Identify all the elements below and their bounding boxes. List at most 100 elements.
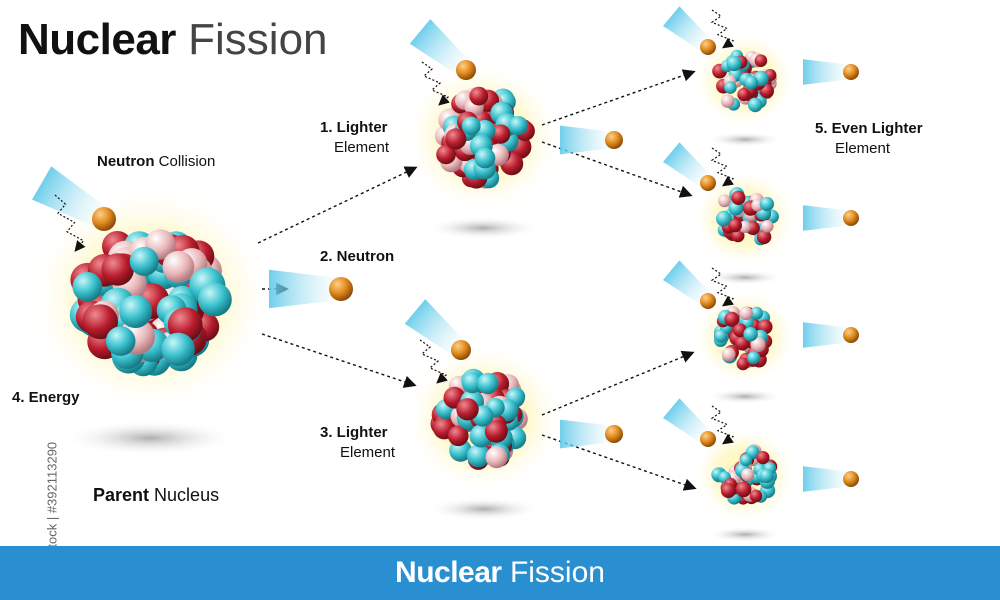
nucleon	[739, 306, 753, 321]
even-lighter-element-c	[713, 306, 773, 371]
label-even-lighter-5-bold: 5. Even Lighter	[815, 120, 923, 137]
nucleon	[726, 55, 742, 72]
nucleon	[469, 86, 489, 106]
neutron-incoming-d	[700, 431, 716, 447]
arrow-1a	[541, 69, 696, 126]
label-neutron-collision: Neutron Collision	[97, 152, 215, 172]
wave-parent	[54, 194, 86, 252]
neutron-out-d	[843, 471, 859, 487]
neutron-incoming-1-beam	[409, 19, 472, 77]
nucleon	[759, 468, 774, 484]
nucleon	[119, 295, 153, 328]
beam-trail	[663, 398, 713, 445]
nucleon	[736, 357, 750, 371]
nucleon	[747, 351, 761, 365]
nucleon	[448, 425, 469, 447]
beam-trail	[803, 205, 851, 231]
neutron-2-beam	[269, 269, 341, 309]
arrow-to-lighter-3	[261, 333, 417, 388]
title-light: Fission	[188, 15, 328, 64]
nucleon	[720, 483, 736, 499]
wave-3	[419, 339, 448, 384]
neutron-incoming-c-beam	[663, 260, 713, 307]
beam-trail	[409, 19, 472, 77]
nucleon	[743, 327, 758, 342]
nucleon	[718, 194, 731, 208]
neutron-incoming-parent	[92, 207, 116, 231]
label-neutron-collision-bold: Neutron	[97, 153, 155, 170]
wave-c	[710, 267, 735, 307]
parent-nucleus-shadow	[62, 420, 238, 456]
label-lighter-1-bold: 1. Lighter	[320, 119, 388, 136]
beam-trail	[803, 466, 851, 492]
neutron-incoming-parent-beam	[32, 166, 110, 229]
lighter-element-3-shadow	[426, 497, 542, 521]
nucleon	[741, 468, 755, 482]
nucleon	[508, 116, 528, 136]
neutron-incoming-a	[700, 39, 716, 55]
neutron-2	[329, 277, 353, 301]
even-lighter-element-c-shadow	[707, 389, 783, 404]
nucleon	[456, 398, 479, 421]
neutron-incoming-c	[700, 293, 716, 309]
nucleon	[162, 250, 195, 283]
wave-1	[421, 61, 450, 106]
neutron-out-1	[605, 131, 623, 149]
nucleon	[474, 147, 496, 169]
nucleon	[491, 124, 511, 144]
beam-trail	[32, 166, 110, 229]
nucleon	[485, 446, 508, 469]
neutron-out-c	[843, 327, 859, 343]
nucleon	[728, 218, 742, 233]
nucleon	[744, 75, 758, 90]
page-title: Nuclear Fission	[18, 14, 328, 66]
nucleon	[461, 116, 481, 136]
nucleon	[72, 272, 103, 302]
label-lighter-3: 3. Lighter Element	[320, 423, 395, 463]
nucleon	[754, 54, 768, 67]
nucleon	[750, 337, 766, 353]
beam-trail	[663, 260, 713, 307]
nucleon	[161, 332, 195, 366]
nucleon	[756, 229, 772, 245]
nucleon	[467, 444, 490, 468]
lighter-element-3	[430, 368, 528, 470]
nucleon	[735, 481, 752, 498]
neutron-out-1-beam	[560, 125, 614, 155]
neutron-incoming-1	[456, 60, 476, 80]
nucleon	[720, 94, 735, 108]
neutron-out-c-beam	[803, 322, 851, 348]
label-parent-nucleus-bold: Parent	[93, 485, 150, 505]
label-parent-nucleus-light: Nucleus	[154, 485, 220, 505]
nucleon	[721, 347, 736, 362]
label-even-lighter-5-light: Element	[835, 140, 891, 157]
nucleon	[198, 282, 232, 317]
footer-title: Nuclear Fission	[0, 546, 1000, 600]
neutron-incoming-3-beam	[404, 299, 467, 357]
nucleon	[724, 311, 740, 327]
neutron-incoming-b	[700, 175, 716, 191]
nucleon	[714, 329, 728, 343]
label-even-lighter-5: 5. Even Lighter Element	[815, 119, 923, 159]
parent-nucleus	[69, 229, 232, 377]
beam-trail	[663, 142, 713, 189]
beam-trail	[663, 6, 713, 53]
lighter-element-1-shadow	[425, 216, 541, 240]
nucleon	[461, 372, 483, 394]
label-lighter-3-light: Element	[340, 444, 396, 461]
arrow-to-lighter-1	[257, 166, 418, 244]
nucleon	[731, 229, 745, 243]
neutron-incoming-d-beam	[663, 398, 713, 445]
nucleon	[445, 128, 467, 150]
beam-trail	[560, 419, 614, 449]
title-bold: Nuclear	[18, 15, 176, 64]
nucleon	[731, 190, 746, 205]
label-parent-nucleus: Parent Nucleus	[93, 484, 219, 506]
even-lighter-element-b	[716, 187, 779, 246]
neutron-incoming-b-beam	[663, 142, 713, 189]
label-energy-4: 4. Energy	[12, 389, 80, 406]
nucleon	[484, 420, 508, 443]
label-lighter-1: 1. Lighter Element	[320, 118, 389, 158]
wave-b	[710, 147, 735, 187]
neutron-incoming-3	[451, 340, 471, 360]
